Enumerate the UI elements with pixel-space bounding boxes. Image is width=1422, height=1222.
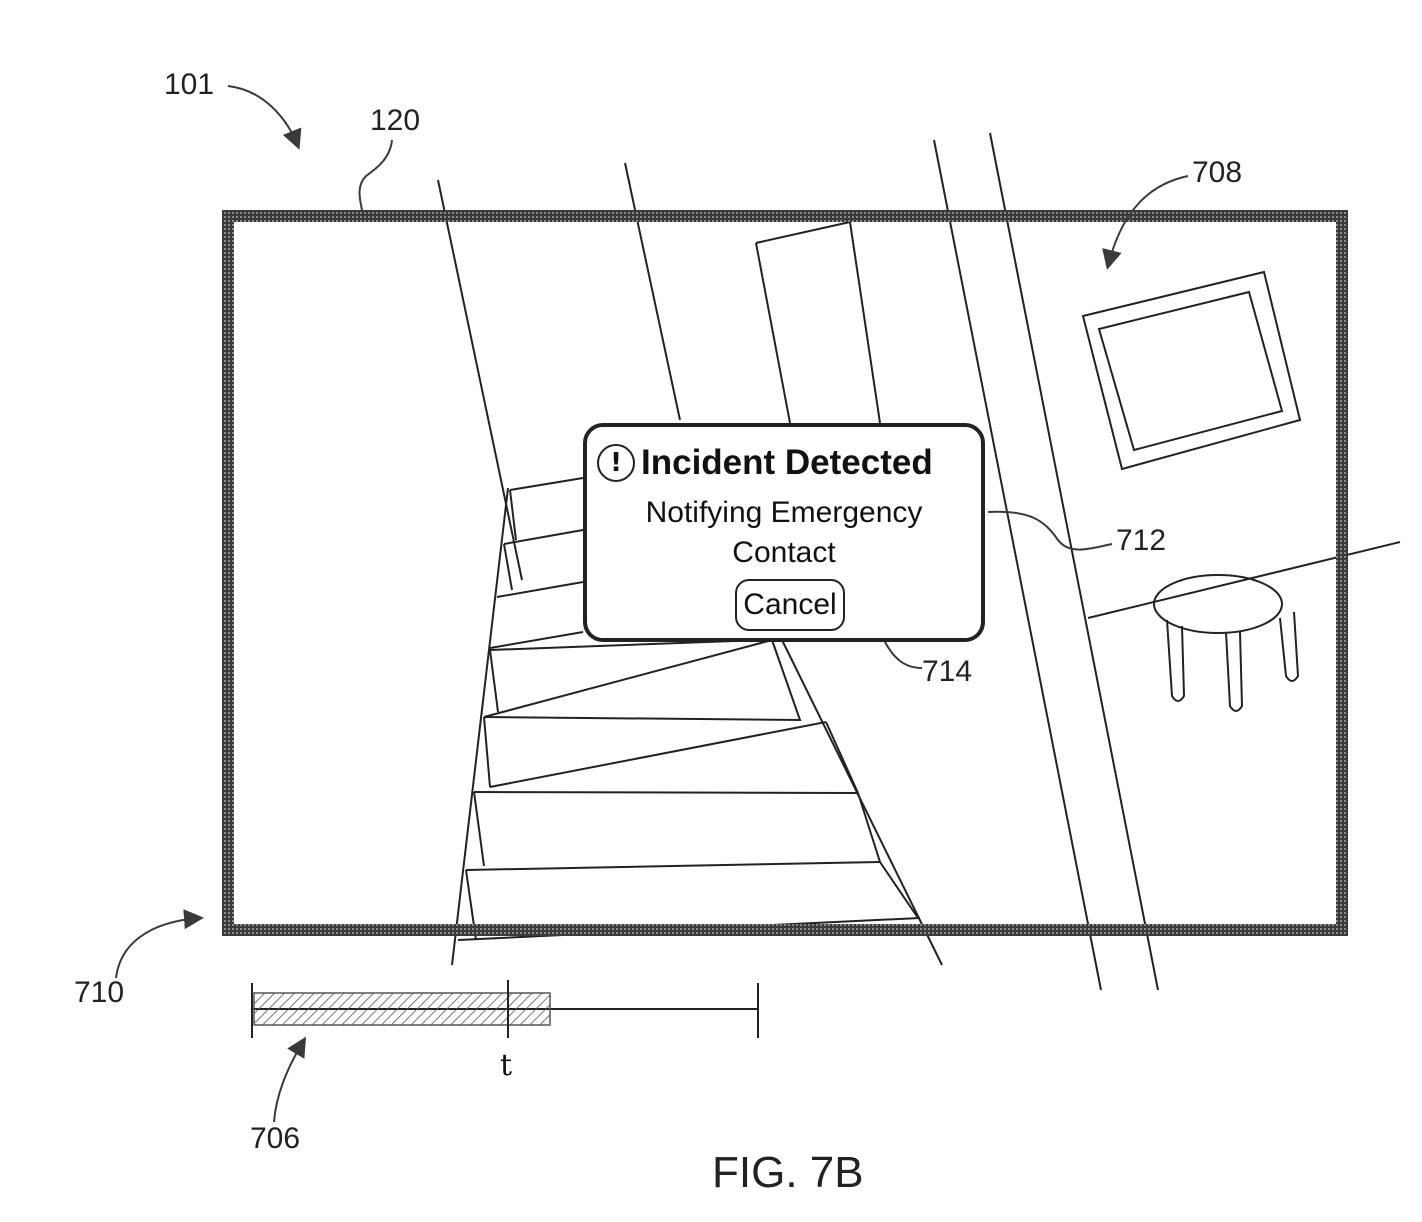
table-leg	[1279, 611, 1300, 682]
wall-line-left	[437, 179, 523, 581]
figure-caption: FIG. 7B	[712, 1148, 864, 1197]
ref-numeral-notification: 712	[1116, 524, 1167, 557]
picture-frame-inner	[1097, 290, 1284, 452]
notification-title: Incident Detected	[641, 443, 933, 482]
arrow-708	[1102, 175, 1189, 270]
notification-message-line1: Notifying Emergency	[645, 496, 923, 529]
notification-message: Notifying Emergency Contact	[587, 493, 981, 573]
ref-numeral-scene: 708	[1192, 156, 1243, 189]
cancel-button[interactable]: Cancel	[735, 579, 845, 631]
arrow-101	[227, 85, 302, 150]
picture-frame-outer	[1081, 270, 1302, 471]
ref-numeral-cancel: 714	[922, 655, 973, 688]
ref-numeral-video-frame: 710	[74, 976, 125, 1009]
ref-numeral-display: 120	[370, 104, 421, 137]
wall-line	[933, 139, 1102, 991]
doorway-edge	[755, 242, 791, 424]
exclamation-icon: !	[597, 444, 635, 482]
timeline-marker-label: t	[500, 1048, 513, 1083]
wall-line	[989, 132, 1159, 991]
notification-message-line2: Contact	[732, 536, 836, 569]
arrow-706	[273, 1036, 307, 1123]
ref-numeral-timeline: 706	[250, 1122, 301, 1155]
table-leg	[1225, 631, 1244, 712]
scene-illustration	[437, 132, 1401, 991]
leader-712	[987, 510, 1113, 551]
arrow-710	[115, 909, 204, 979]
leader-120	[358, 139, 393, 211]
incident-notification: ! Incident Detected Notifying Emergency …	[583, 423, 985, 642]
timeline	[251, 980, 759, 1038]
table-top	[1153, 574, 1283, 634]
timeline-buffered-fill	[253, 992, 551, 1026]
wall-line	[624, 162, 681, 421]
doorway-outline	[755, 220, 881, 424]
ref-numeral-device: 101	[164, 68, 215, 101]
stair-rail-left	[451, 487, 509, 966]
table-leg	[1166, 619, 1186, 702]
notification-header: ! Incident Detected	[597, 441, 977, 485]
